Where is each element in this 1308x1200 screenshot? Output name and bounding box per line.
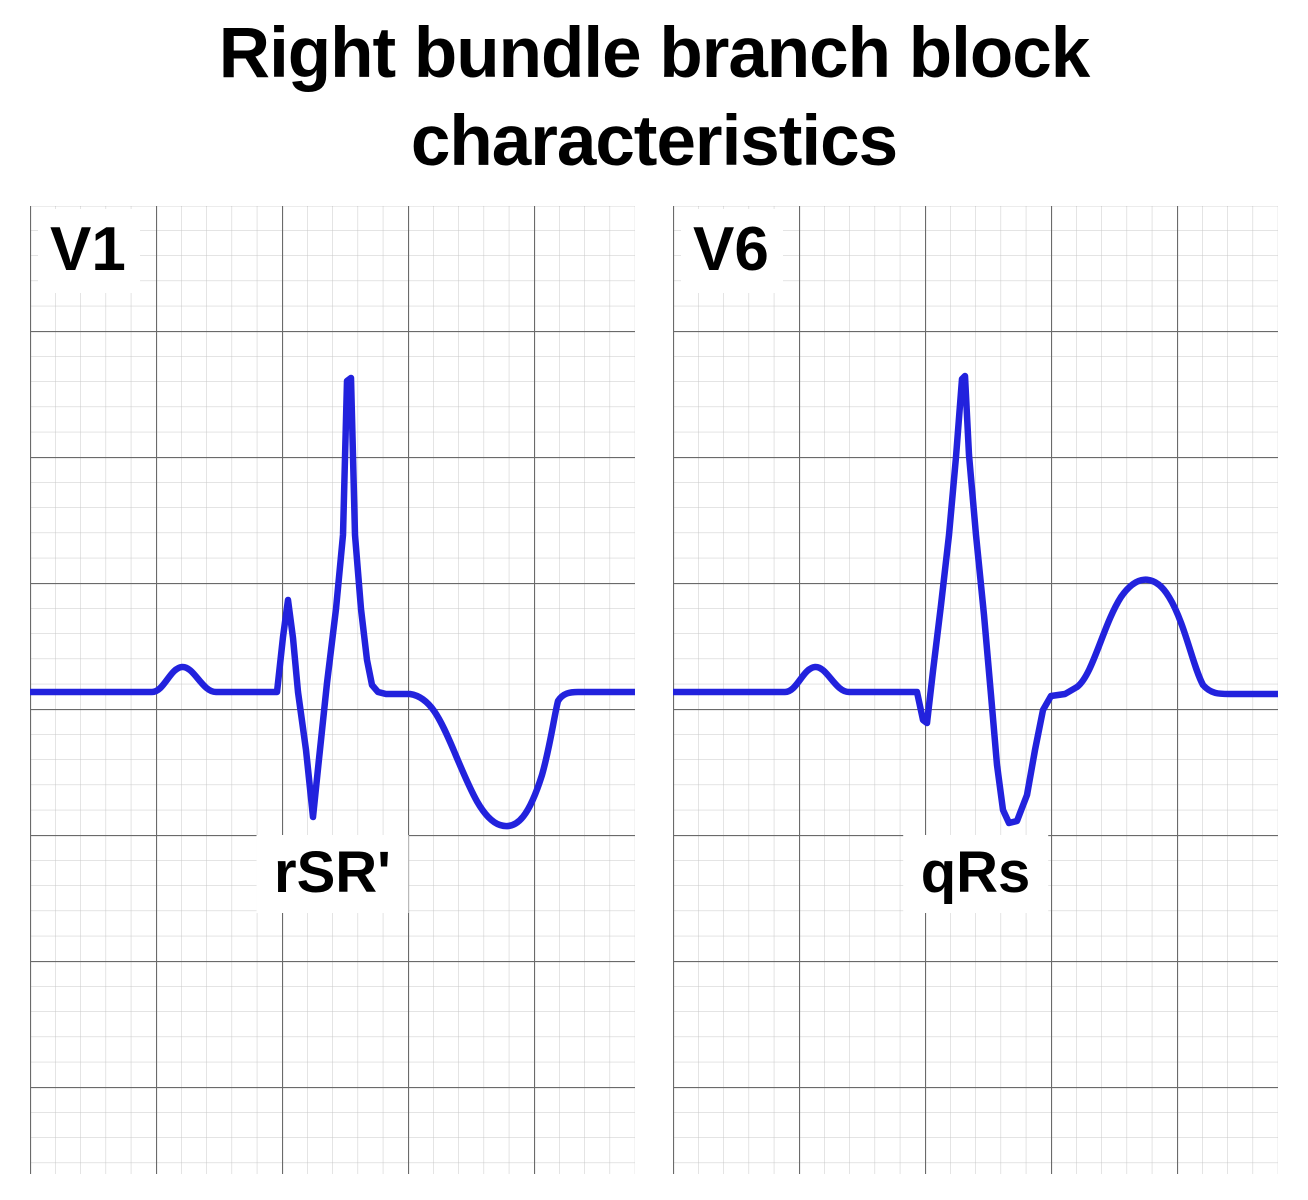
ecg-trace-v6 (673, 372, 1278, 827)
lead-label-v6: V6 (681, 209, 783, 293)
figure-title: Right bundle branch block characteristic… (0, 0, 1308, 186)
morphology-label-v6: qRs (902, 835, 1049, 913)
morphology-label-v1: rSR' (256, 835, 409, 913)
title-line-1: Right bundle branch block (218, 14, 1090, 93)
ecg-panel-v1: V1 rSR' (30, 205, 635, 1175)
lead-label-v1: V1 (38, 209, 140, 293)
ecg-strip-v6 (673, 205, 1278, 1175)
ecg-panel-v6: V6 qRs (673, 205, 1278, 1175)
ecg-trace-v1 (30, 374, 635, 830)
title-line-2: characteristics (410, 102, 898, 181)
ecg-strip-v1 (30, 205, 635, 1175)
ecg-panels: V1 rSR' V6 qRs (0, 205, 1308, 1180)
